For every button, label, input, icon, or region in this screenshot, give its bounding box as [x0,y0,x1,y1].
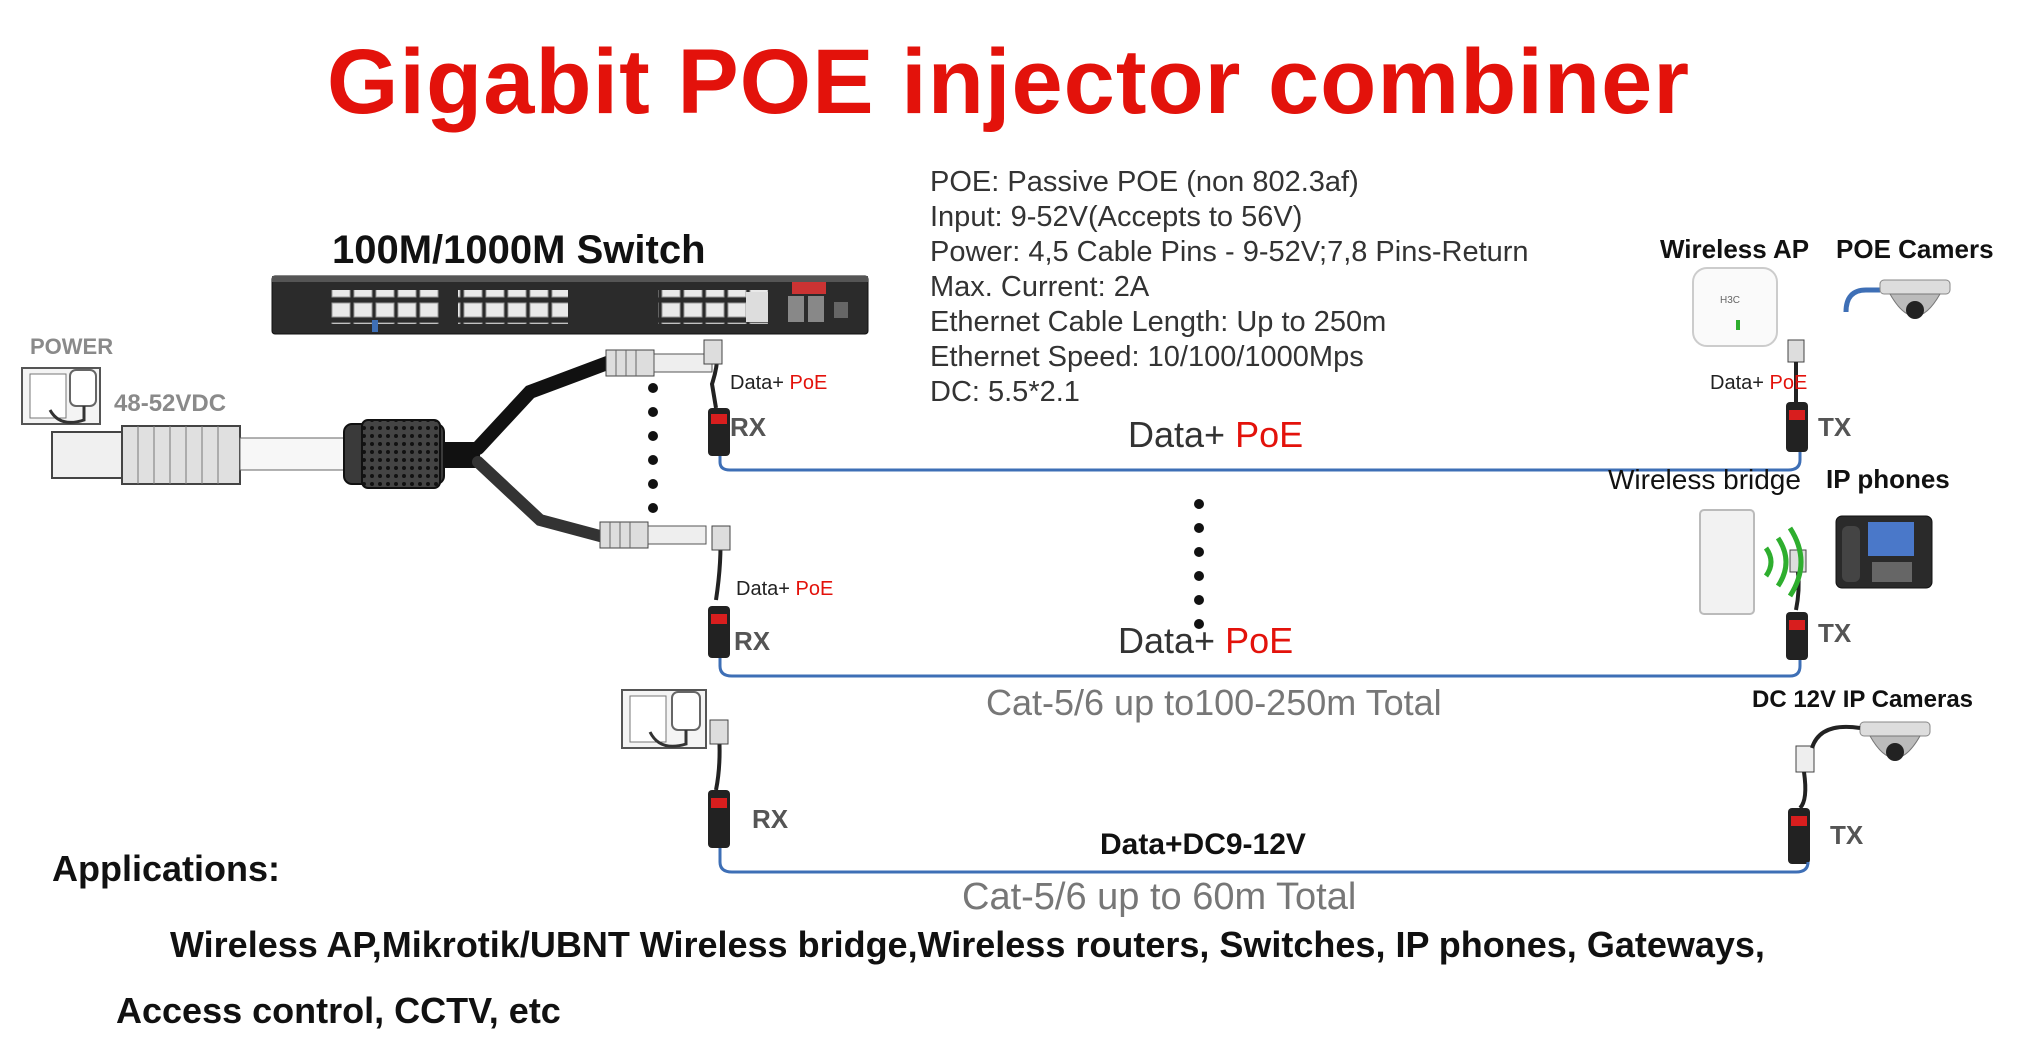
cable-label-1: Data+ PoE [1128,414,1303,456]
cable-run-2 [718,658,1802,678]
injector-label: Data+ PoE [1710,372,1807,395]
spec-line: Max. Current: 2A [930,271,1150,303]
power-voltage: 48-52VDC [114,390,227,417]
spec-line: POE: Passive POE (non 802.3af) [930,166,1359,198]
dome-camera-icon [1843,279,1951,319]
injector-rx-2 [708,525,731,658]
switch-label: 100M/1000M Switch [332,228,706,272]
ip-phone-device [1835,515,1933,589]
wireless-bridge-label: Wireless bridge [1608,464,1801,495]
cable-label-dc: Data+DC9-12V [1100,828,1306,861]
injector-rx-1 [703,339,730,456]
dc-cameras-label: DC 12V IP Cameras [1752,686,1974,713]
cable-length-250: Cat-5/6 up to100-250m Total [986,682,1442,723]
page-title: Gigabit POE injector combiner [326,31,1691,133]
injector-tx-1 [1786,339,1808,452]
injector-label: Data+ PoE [736,578,833,601]
cable-runs [718,452,1810,874]
wall-outlet-icon [21,367,101,425]
dc-plug-top [605,349,713,377]
cable-label-2: Data+ PoE [1118,620,1293,662]
poe-splitter-body [343,351,647,542]
power-label: POWER [30,334,114,359]
injector-label: Data+ PoE [730,372,827,395]
network-switch [271,275,869,335]
rx-label: RX [734,626,771,656]
cable-run-3 [718,848,1810,874]
injector-tx-2 [1786,549,1808,660]
spec-line: Input: 9-52V(Accepts to 56V) [930,201,1303,233]
applications-heading: Applications: [52,848,281,889]
dc-plug-bottom [599,521,707,549]
spec-line: DC: 5.5*2.1 [930,376,1080,408]
wireless-ap-label: Wireless AP [1660,234,1810,264]
cable-label-poe: PoE [1225,620,1294,661]
tx-label: TX [1830,820,1864,850]
ap-logo: H3C [1720,295,1741,306]
cable-label-data: Data+ [1118,620,1216,661]
injector-tx-3 [1788,745,1815,864]
cable-label-data: Data+ [1128,414,1226,455]
wall-outlet-icon-2 [621,689,707,749]
spec-line: Ethernet Cable Length: Up to 250m [930,306,1387,338]
cable-run-1 [718,452,1802,472]
applications-line-1: Wireless AP,Mikrotik/UBNT Wireless bridg… [170,924,1765,965]
tx-label: TX [1818,412,1852,442]
continuation-dots-left [648,383,658,513]
injector-label-data: Data+ [736,578,790,600]
injector-label-poe: PoE [1769,372,1808,394]
injector-label-data: Data+ [730,372,784,394]
dc-camera-icon [1810,721,1931,761]
spec-line: Ethernet Speed: 10/100/1000Mps [930,341,1364,373]
tx-label: TX [1818,618,1852,648]
spec-line: Power: 4,5 Cable Pins - 9-52V;7,8 Pins-R… [930,236,1529,268]
continuation-dots-middle [1194,499,1204,629]
applications-line-2: Access control, CCTV, etc [116,990,561,1031]
poe-cameras-label: POE Camers [1836,234,1994,264]
rx-label: RX [730,412,767,442]
injector-label-poe: PoE [789,372,828,394]
wireless-bridge-device [1699,509,1804,615]
rj45-plug [51,425,351,485]
cable-length-60: Cat-5/6 up to 60m Total [962,876,1357,918]
injector-label-data: Data+ [1710,372,1764,394]
injector-label-poe: PoE [795,578,834,600]
ip-phones-label: IP phones [1826,464,1950,494]
wireless-ap-device [1692,267,1778,347]
rx-label: RX [752,804,789,834]
cable-label-poe: PoE [1235,414,1304,455]
injector-rx-3 [708,719,730,848]
